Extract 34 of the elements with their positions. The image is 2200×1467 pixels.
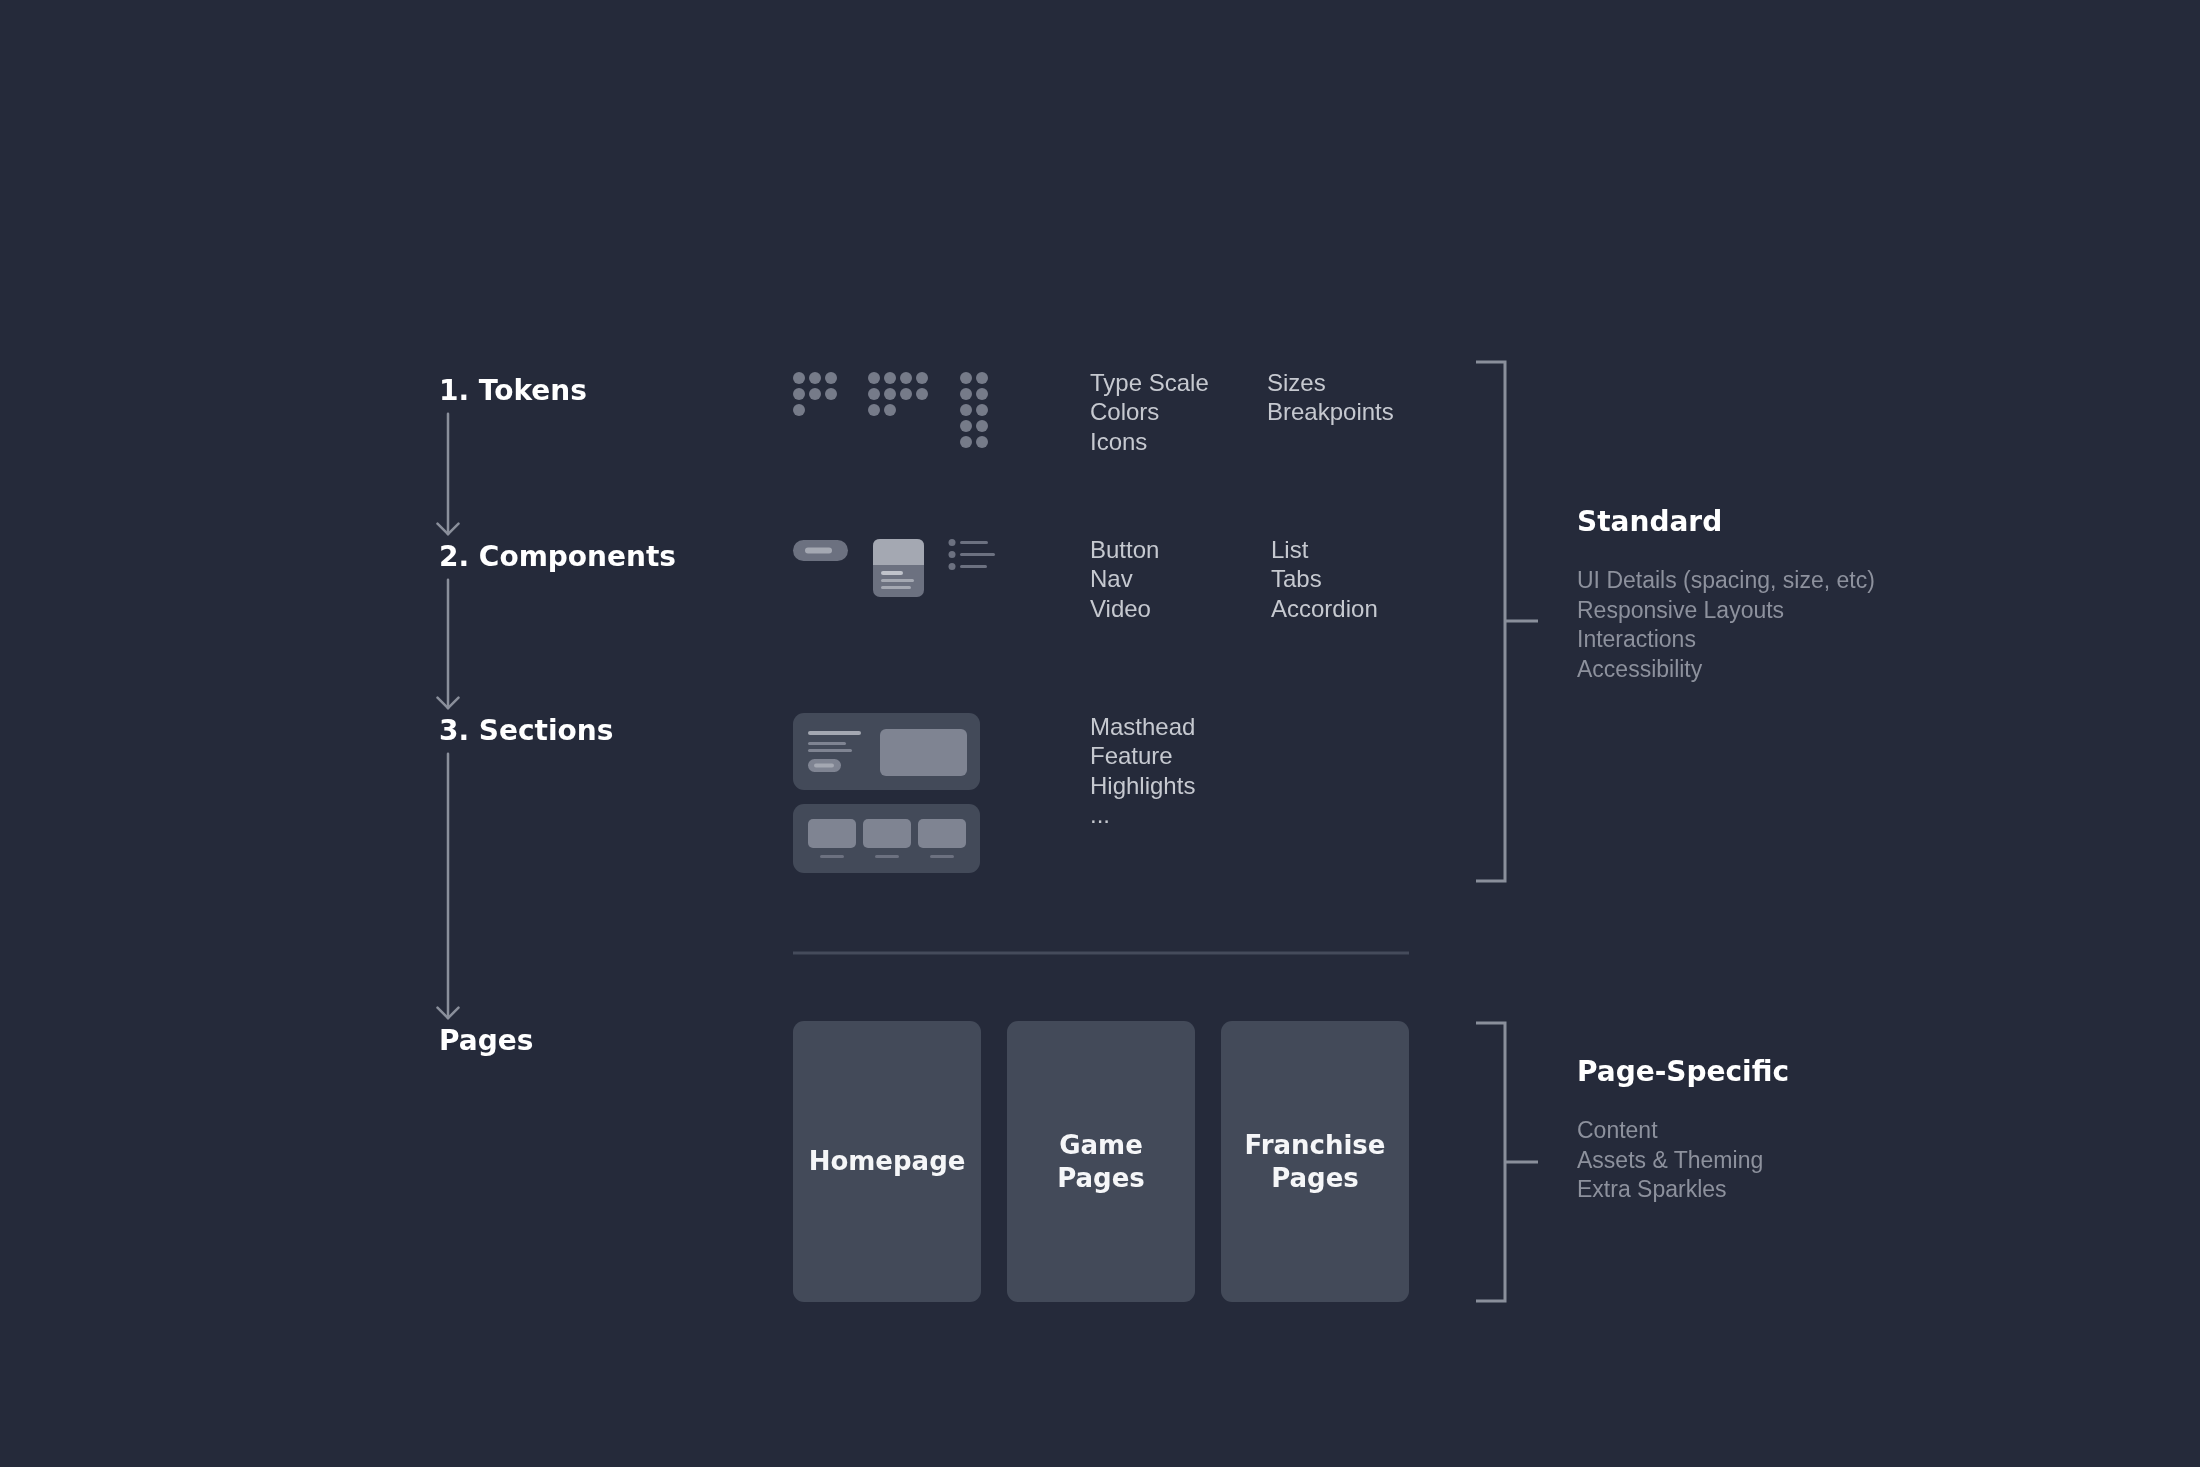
arrow [436,578,460,710]
token-type: Icons [1090,427,1148,457]
arrow [436,412,460,536]
page-card: Franchise Pages [1221,1021,1409,1302]
group-detail: Responsive Layouts [1577,596,1785,625]
page-card: Homepage [793,1021,981,1302]
step-label: 2. Components [439,540,676,574]
token-type: Type Scale [1090,368,1209,398]
step-label: 3. Sections [439,714,614,748]
component-name: Button [1090,535,1160,565]
step-label: Pages [439,1024,534,1058]
group-detail: Interactions [1577,626,1696,654]
section-name: Feature [1090,742,1173,771]
ellipsis: ... [1090,801,1110,830]
group-detail: Extra Sparkles [1577,1176,1727,1204]
group-detail: Assets & Theming [1577,1146,1764,1175]
component-name: Accordion [1271,594,1378,624]
component-name: List [1271,535,1309,565]
section-name: Masthead [1090,712,1196,742]
step-label: 1. Tokens [439,374,587,408]
component-name: Tabs [1271,565,1322,594]
token-type: Breakpoints [1267,398,1394,427]
component-name: Video [1090,594,1151,624]
token-type: Sizes [1267,368,1326,398]
group-detail: Accessibility [1577,655,1703,684]
group-detail: UI Details (spacing, size, etc) [1577,567,1875,595]
section-name: Highlights [1090,771,1196,801]
arrow [436,752,460,1020]
token-type: Colors [1090,398,1160,427]
component-name: Nav [1090,565,1133,594]
group-detail: Content [1577,1117,1658,1145]
group-heading: Standard [1577,505,1723,539]
group-heading: Page-Specific [1577,1055,1790,1089]
page-card: Game Pages [1007,1021,1195,1302]
